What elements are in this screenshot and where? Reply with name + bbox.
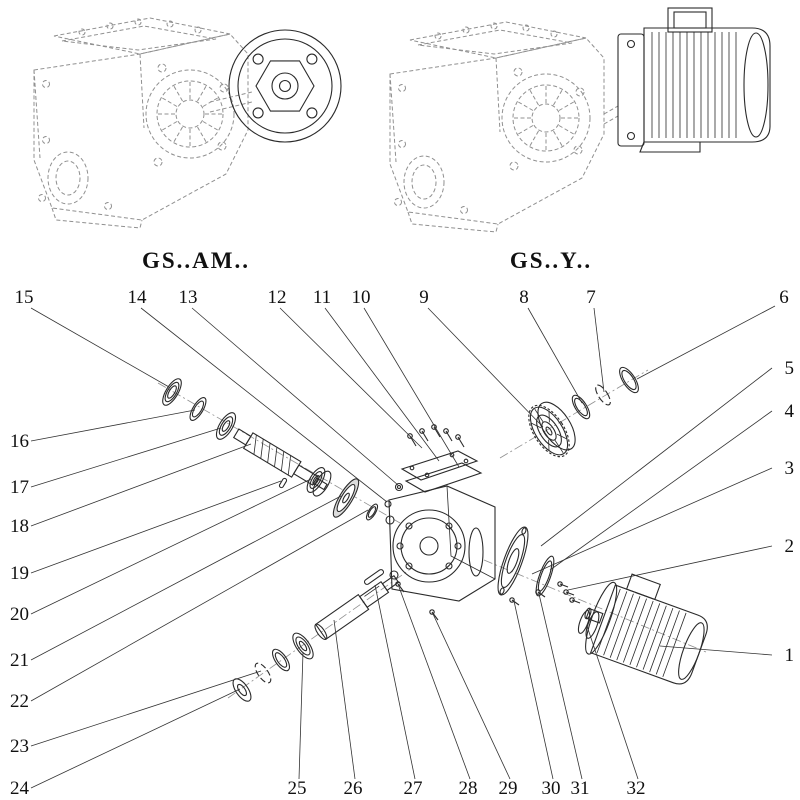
part-number-26: 26 (344, 778, 363, 799)
leader-line-10 (363, 307, 460, 468)
exploded-output-shaft-parts (232, 569, 400, 702)
part-number-15: 15 (15, 287, 34, 308)
part-number-10: 10 (352, 287, 371, 308)
leader-line-20 (30, 478, 312, 615)
leader-line-11 (324, 307, 440, 462)
leader-line-25 (298, 651, 304, 780)
part-number-25: 25 (288, 778, 307, 799)
part-number-9: 9 (419, 287, 429, 308)
exploded-housing-drawing (385, 485, 496, 602)
part-number-22: 22 (10, 691, 29, 712)
leader-line-5 (540, 367, 773, 547)
leader-line-6 (636, 305, 776, 380)
leader-line-29 (432, 613, 511, 780)
part-number-28: 28 (459, 778, 478, 799)
part-number-21: 21 (10, 650, 29, 671)
leader-line-23 (30, 670, 262, 747)
gearbox-left-phantom-drawing (33, 17, 253, 229)
leader-line-13 (191, 307, 399, 486)
exploded-flange-parts (497, 526, 555, 597)
leader-line-19 (30, 480, 282, 574)
leader-line-28 (398, 586, 471, 780)
part-number-32: 32 (627, 778, 646, 799)
variant-label-gs-am: GS..AM.. (142, 248, 250, 273)
leader-line-14 (140, 307, 388, 503)
leader-line-16 (30, 409, 196, 442)
leader-line-2 (567, 545, 773, 591)
leader-line-1 (659, 645, 773, 656)
part-number-4: 4 (785, 401, 795, 422)
part-number-16: 16 (10, 431, 29, 452)
leader-line-32 (586, 625, 639, 780)
leader-line-7 (593, 307, 605, 393)
part-number-11: 11 (313, 287, 331, 308)
part-number-23: 23 (10, 736, 29, 757)
variant-label-gs-y: GS..Y.. (509, 248, 593, 273)
assembly-axis-lines (157, 369, 707, 699)
part-number-29: 29 (499, 778, 518, 799)
leader-line-3 (531, 467, 773, 575)
output-flange-drawing (228, 29, 342, 143)
part-number-17: 17 (10, 477, 29, 498)
leader-line-4 (549, 410, 773, 571)
part-number-14: 14 (128, 287, 148, 308)
leader-line-24 (30, 688, 241, 789)
leader-line-30 (513, 600, 554, 780)
leader-line-26 (333, 619, 356, 780)
exploded-fastener-parts (395, 581, 581, 621)
leader-line-17 (30, 427, 222, 488)
part-number-2: 2 (785, 536, 795, 557)
gearbox-right-phantom-drawing (389, 21, 619, 233)
leader-line-8 (527, 307, 583, 404)
part-number-19: 19 (10, 563, 29, 584)
part-number-27: 27 (404, 778, 423, 799)
part-number-18: 18 (10, 516, 29, 537)
leader-line-9 (427, 307, 544, 428)
part-number-5: 5 (785, 358, 795, 379)
part-number-6: 6 (779, 287, 789, 308)
part-number-12: 12 (268, 287, 287, 308)
exploded-cover-parts (384, 424, 483, 508)
leader-line-21 (30, 495, 342, 661)
part-number-8: 8 (519, 287, 529, 308)
motor-top-drawing (617, 7, 771, 153)
part-number-30: 30 (542, 778, 561, 799)
leader-line-27 (374, 584, 416, 780)
leader-line-15 (30, 307, 170, 388)
leader-line-31 (538, 593, 583, 780)
part-number-3: 3 (785, 458, 795, 479)
part-number-13: 13 (179, 287, 198, 308)
leader-line-12 (279, 307, 423, 449)
part-number-7: 7 (586, 287, 596, 308)
exploded-gear-parts (528, 366, 639, 458)
part-number-20: 20 (10, 604, 29, 625)
leader-line-22 (30, 509, 369, 702)
leader-line-18 (30, 443, 252, 527)
part-number-24: 24 (10, 778, 30, 799)
part-number-1: 1 (785, 645, 795, 666)
part-number-31: 31 (571, 778, 590, 799)
exploded-input-shaft-parts (162, 378, 379, 521)
